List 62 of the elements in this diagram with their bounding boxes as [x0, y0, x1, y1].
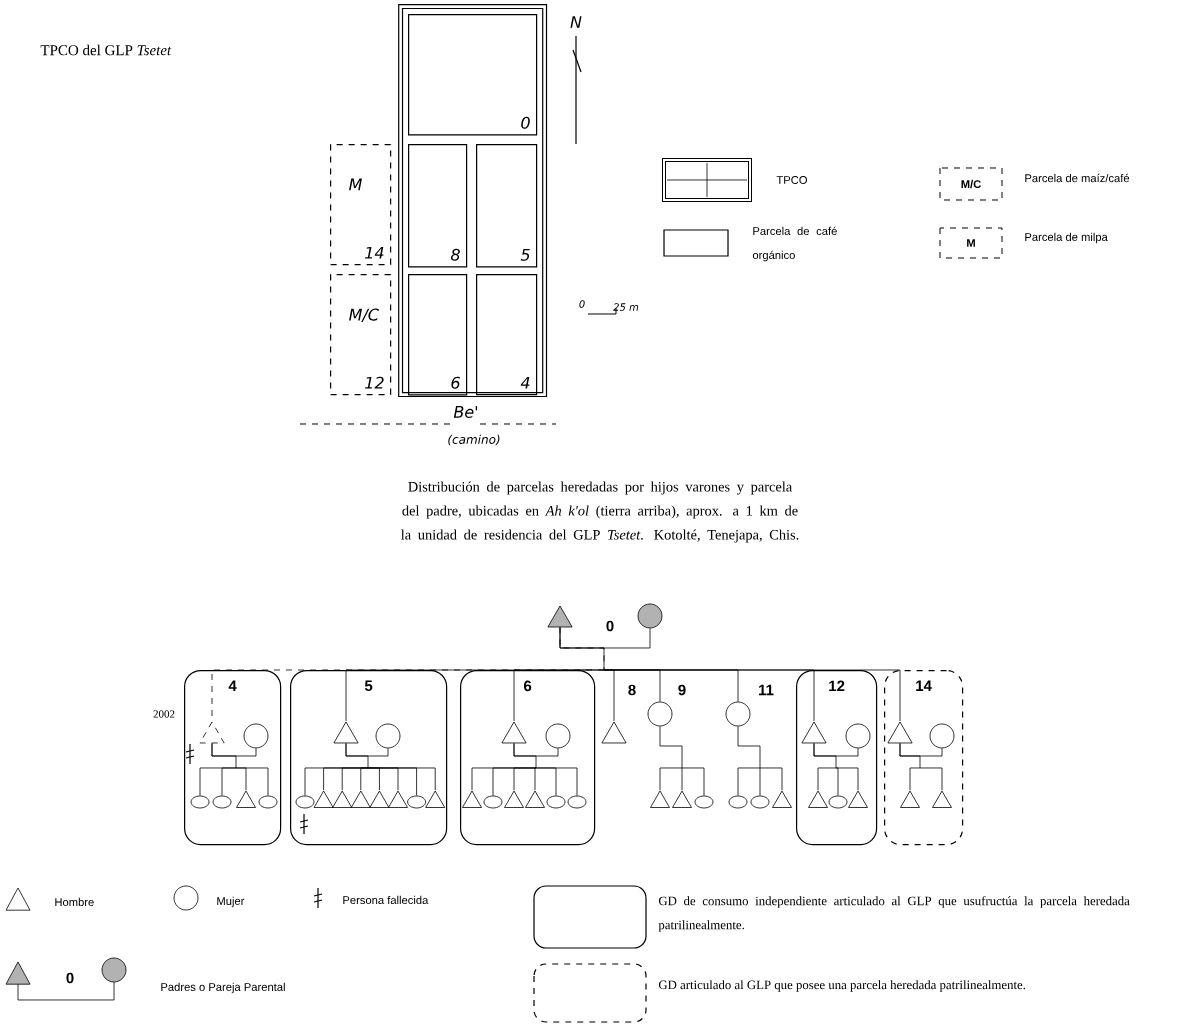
- woman-symbol: [694, 795, 714, 809]
- man-symbol: [501, 721, 527, 744]
- woman-symbol: [637, 603, 663, 629]
- woman-symbol: [375, 723, 401, 749]
- woman-symbol: [845, 723, 871, 749]
- woman-symbol: [929, 723, 955, 749]
- woman-symbol: [750, 795, 770, 809]
- man-symbol: [388, 790, 408, 808]
- parcel-box: M 14: [330, 144, 392, 266]
- woman-symbol: [407, 795, 426, 809]
- man-symbol: [350, 790, 371, 808]
- kinship-line: [471, 743, 578, 796]
- woman-symbol: [483, 795, 503, 809]
- woman-symbol: [258, 795, 278, 809]
- man-symbol: [462, 790, 482, 808]
- man-symbol: [332, 790, 353, 808]
- man-symbol: [313, 790, 334, 808]
- woman-symbol: [725, 701, 751, 727]
- kinship-line: [813, 743, 859, 796]
- woman-symbol: [295, 795, 315, 809]
- man-symbol: [808, 790, 828, 808]
- man-symbol: [887, 721, 913, 744]
- woman-symbol: [567, 795, 587, 809]
- man-symbol: [772, 790, 792, 808]
- woman-symbol: [828, 795, 848, 809]
- kinship-line: [659, 726, 705, 796]
- man-symbol: [650, 790, 670, 808]
- woman-symbol: [647, 701, 673, 727]
- man-symbol: [547, 605, 573, 628]
- parcel-box: 5: [476, 144, 538, 268]
- man-symbol: [525, 790, 545, 808]
- parcel-box: 0: [408, 14, 538, 136]
- parcel-box: 4: [476, 274, 538, 396]
- woman-symbol: [190, 795, 210, 809]
- man-symbol: [848, 790, 868, 808]
- parcel-box: 8: [408, 144, 468, 268]
- kinship-line: [899, 743, 943, 791]
- woman-symbol: [728, 795, 748, 809]
- woman-symbol: [243, 723, 269, 749]
- parcel-box: 6: [408, 274, 468, 396]
- kinship-line: [345, 627, 901, 722]
- man-symbol: [601, 721, 627, 744]
- man-symbol: [425, 790, 446, 808]
- man-symbol: [236, 790, 256, 808]
- road-label: Be': [453, 406, 478, 418]
- man-symbol: [801, 721, 827, 744]
- man-symbol: [333, 721, 359, 744]
- woman-symbol: [546, 795, 566, 809]
- man-symbol: [369, 790, 390, 808]
- man-symbol: [932, 790, 952, 808]
- parcel-box: M/C 12: [330, 274, 392, 396]
- kinship-line: [737, 726, 783, 796]
- kinship-line: [304, 743, 436, 796]
- man-symbol: [199, 721, 225, 744]
- man-symbol: [504, 790, 524, 808]
- plot-outline: [398, 4, 548, 398]
- woman-symbol: [545, 723, 571, 749]
- man-symbol: [900, 790, 920, 808]
- man-symbol: [672, 790, 692, 808]
- woman-symbol: [212, 795, 232, 809]
- kinship-line: [199, 743, 269, 796]
- north-label: N: [570, 16, 582, 28]
